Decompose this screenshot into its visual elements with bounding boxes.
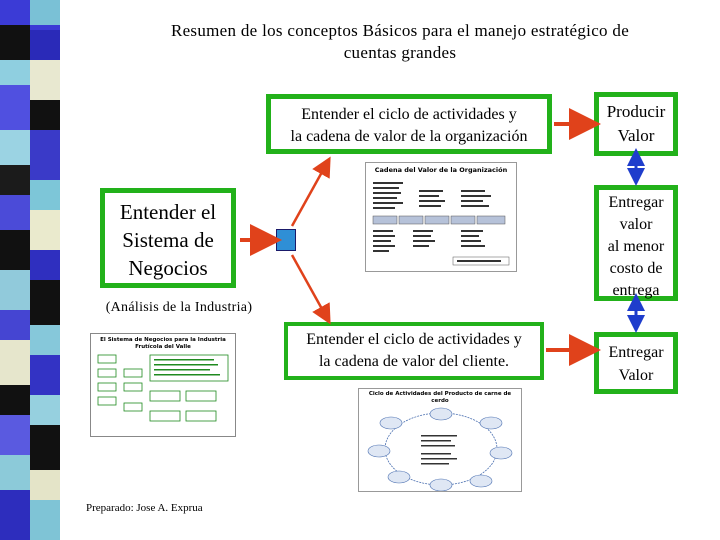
footer-prepared-by: Preparado: Jose A. Exprua — [86, 502, 203, 514]
arrow-center-to-bottom — [292, 255, 327, 318]
arrow-center-to-top — [292, 163, 327, 226]
